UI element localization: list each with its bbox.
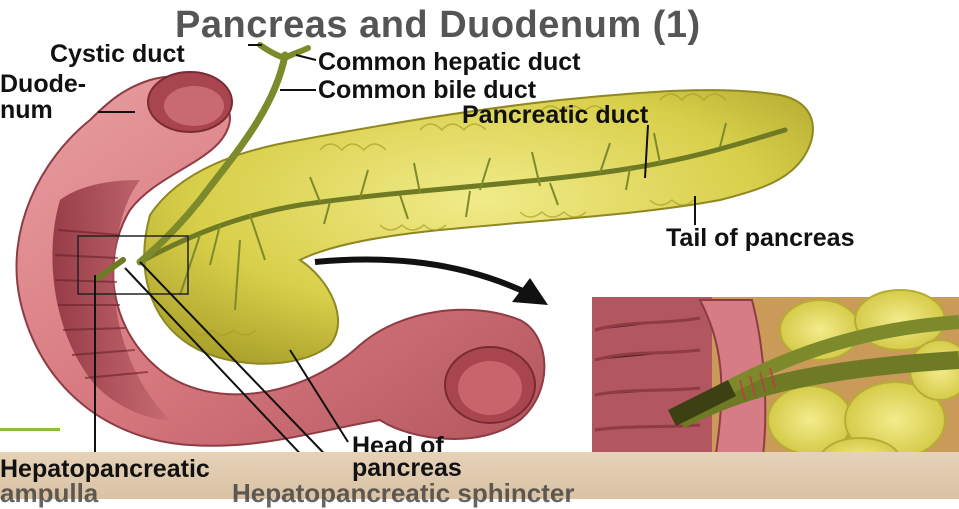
- label-pancreatic-duct: Pancreatic duct: [462, 103, 648, 128]
- label-hepatopancreatic-ampulla-line2: ampulla: [0, 478, 98, 509]
- zoom-arrow: [315, 260, 525, 292]
- label-common-bile-duct: Common bile duct: [318, 78, 536, 103]
- accent-line: [0, 428, 60, 431]
- page-title: Pancreas and Duodenum (1): [175, 4, 701, 47]
- label-tail-of-pancreas: Tail of pancreas: [666, 226, 855, 251]
- label-duodenum-line1: Duode-: [0, 72, 86, 97]
- label-cystic-duct: Cystic duct: [50, 42, 185, 67]
- label-hepatopancreatic-sphincter: Hepatopancreatic sphincter: [232, 478, 574, 509]
- label-duodenum-line2: num: [0, 98, 53, 123]
- label-common-hepatic-duct: Common hepatic duct: [318, 50, 581, 75]
